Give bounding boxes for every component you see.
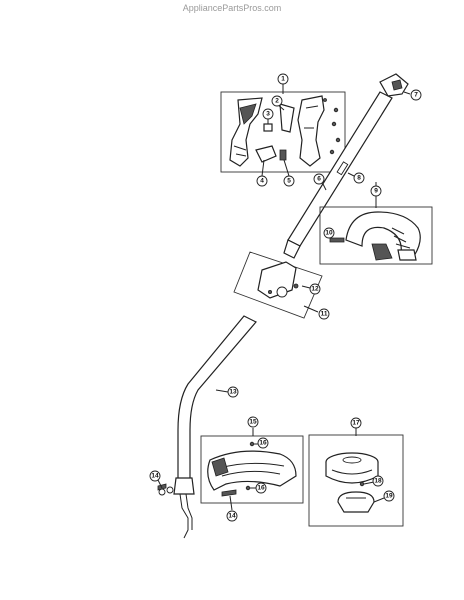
callout-19: 19 [383,490,395,502]
svg-text:4: 4 [260,178,264,185]
svg-text:5: 5 [287,178,291,185]
callout-8: 8 [353,172,365,184]
callout-17: 17 [350,417,362,429]
callout-9: 9 [370,185,382,197]
svg-text:14: 14 [228,513,236,520]
callout-2: 2 [271,95,283,107]
callout-16-bottom: 16 [255,482,267,494]
svg-text:14: 14 [151,473,159,480]
svg-text:16: 16 [259,440,267,447]
box-loop-handle [319,182,433,265]
callout-18: 18 [372,475,384,487]
box-handle-housing [220,84,346,177]
callout-7: 7 [410,89,422,101]
svg-text:17: 17 [352,420,360,427]
svg-text:1: 1 [281,76,285,83]
callout-12: 12 [309,283,321,295]
box-coupler [233,251,323,319]
callout-5: 5 [283,175,295,187]
callout-13: 13 [227,386,239,398]
box-trimmer-head [308,428,404,527]
svg-text:8: 8 [357,175,361,182]
svg-text:13: 13 [229,389,237,396]
callout-14-left: 14 [149,470,161,482]
svg-text:6: 6 [317,176,321,183]
callout-10: 10 [323,227,335,239]
svg-text:19: 19 [385,493,393,500]
callout-16-top: 16 [257,437,269,449]
callout-1: 1 [277,73,289,85]
callout-15: 15 [247,416,259,428]
watermark-text: AppliancePartsPros.com [182,3,282,13]
svg-text:9: 9 [374,188,378,195]
callout-11: 11 [318,308,330,320]
box-guard [200,428,304,511]
callout-3: 3 [262,108,274,120]
svg-text:12: 12 [311,286,319,293]
callout-6: 6 [313,173,325,185]
callout-14-bottom: 14 [226,510,238,522]
svg-text:10: 10 [325,230,333,237]
svg-text:16: 16 [257,485,265,492]
svg-text:7: 7 [414,92,418,99]
lower-shaft [157,315,257,539]
upper-shaft [283,73,411,259]
svg-text:11: 11 [321,311,328,318]
svg-text:15: 15 [249,419,257,426]
svg-text:3: 3 [266,111,270,118]
svg-text:18: 18 [374,478,382,485]
svg-text:2: 2 [275,98,279,105]
callout-4: 4 [256,175,268,187]
